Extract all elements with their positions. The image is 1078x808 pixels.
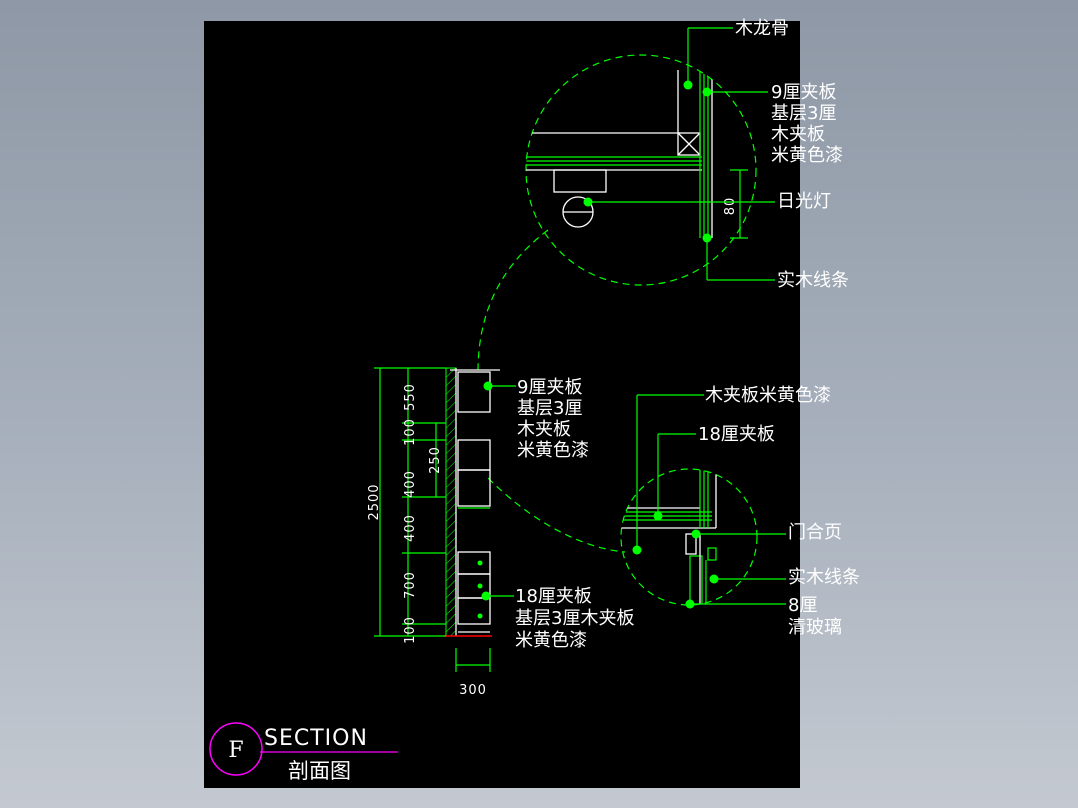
label-glass-2: 清玻璃 bbox=[788, 617, 842, 638]
detail-bottom-group: 木夹板米黄色漆 18厘夹板 门合页 实木线条 8厘 清玻璃 bbox=[620, 385, 860, 638]
label-top-panel-1: 9厘夹板 bbox=[771, 82, 836, 103]
dim-left-4: 400 bbox=[403, 514, 418, 542]
section-main-group: 550 100 400 400 700 100 2500 250 300 9厘夹… bbox=[367, 367, 634, 698]
label-lower-3: 米黄色漆 bbox=[515, 630, 587, 651]
dim-80: 80 bbox=[723, 197, 738, 216]
title-letter: F bbox=[228, 738, 243, 763]
dim-total: 2500 bbox=[367, 483, 382, 520]
dim-left-5: 700 bbox=[403, 571, 418, 599]
detail-top-group: 80 木龙骨 9厘夹板 基层3厘 木夹板 米黄色漆 日光灯 实木线条 bbox=[525, 18, 849, 291]
label-top-molding: 实木线条 bbox=[777, 270, 849, 291]
title-en: SECTION bbox=[264, 726, 368, 751]
title-circle bbox=[209, 722, 263, 776]
dim-bottom-300: 300 bbox=[459, 683, 487, 698]
dim-left-1: 550 bbox=[403, 383, 418, 411]
dim-left-6: 100 bbox=[403, 616, 418, 644]
label-wood-keel: 木龙骨 bbox=[735, 18, 789, 39]
label-glass-1: 8厘 bbox=[788, 595, 817, 616]
label-door-hinge: 门合页 bbox=[788, 522, 842, 543]
dim-250: 250 bbox=[428, 446, 443, 474]
wall-hatch bbox=[445, 367, 457, 637]
label-lower-2: 基层3厘木夹板 bbox=[515, 608, 634, 629]
detail-bottom-content bbox=[621, 469, 717, 605]
label-top-panel-4: 米黄色漆 bbox=[771, 145, 843, 166]
title-block: F SECTION 剖面图 bbox=[209, 722, 398, 783]
label-upper-2: 基层3厘 bbox=[517, 398, 582, 419]
label-bottom-finish: 木夹板米黄色漆 bbox=[705, 385, 831, 406]
label-top-panel-3: 木夹板 bbox=[771, 124, 825, 145]
dim-left-2: 100 bbox=[403, 418, 418, 446]
drawing-sheet bbox=[204, 21, 800, 788]
label-fluorescent-lamp: 日光灯 bbox=[777, 191, 831, 212]
label-upper-3: 木夹板 bbox=[517, 419, 571, 440]
detail-circle-bottom bbox=[620, 468, 758, 606]
label-bottom-board: 18厘夹板 bbox=[698, 424, 775, 445]
label-bottom-molding: 实木线条 bbox=[788, 567, 860, 588]
label-upper-4: 米黄色漆 bbox=[517, 440, 589, 461]
dim-left-3: 400 bbox=[403, 470, 418, 498]
label-upper-1: 9厘夹板 bbox=[517, 377, 582, 398]
connector-bottom bbox=[487, 477, 626, 553]
title-cn: 剖面图 bbox=[288, 759, 351, 783]
label-lower-1: 18厘夹板 bbox=[515, 586, 592, 607]
detail-top-content bbox=[526, 70, 713, 238]
label-top-panel-2: 基层3厘 bbox=[771, 103, 836, 124]
connector-top bbox=[477, 229, 549, 373]
